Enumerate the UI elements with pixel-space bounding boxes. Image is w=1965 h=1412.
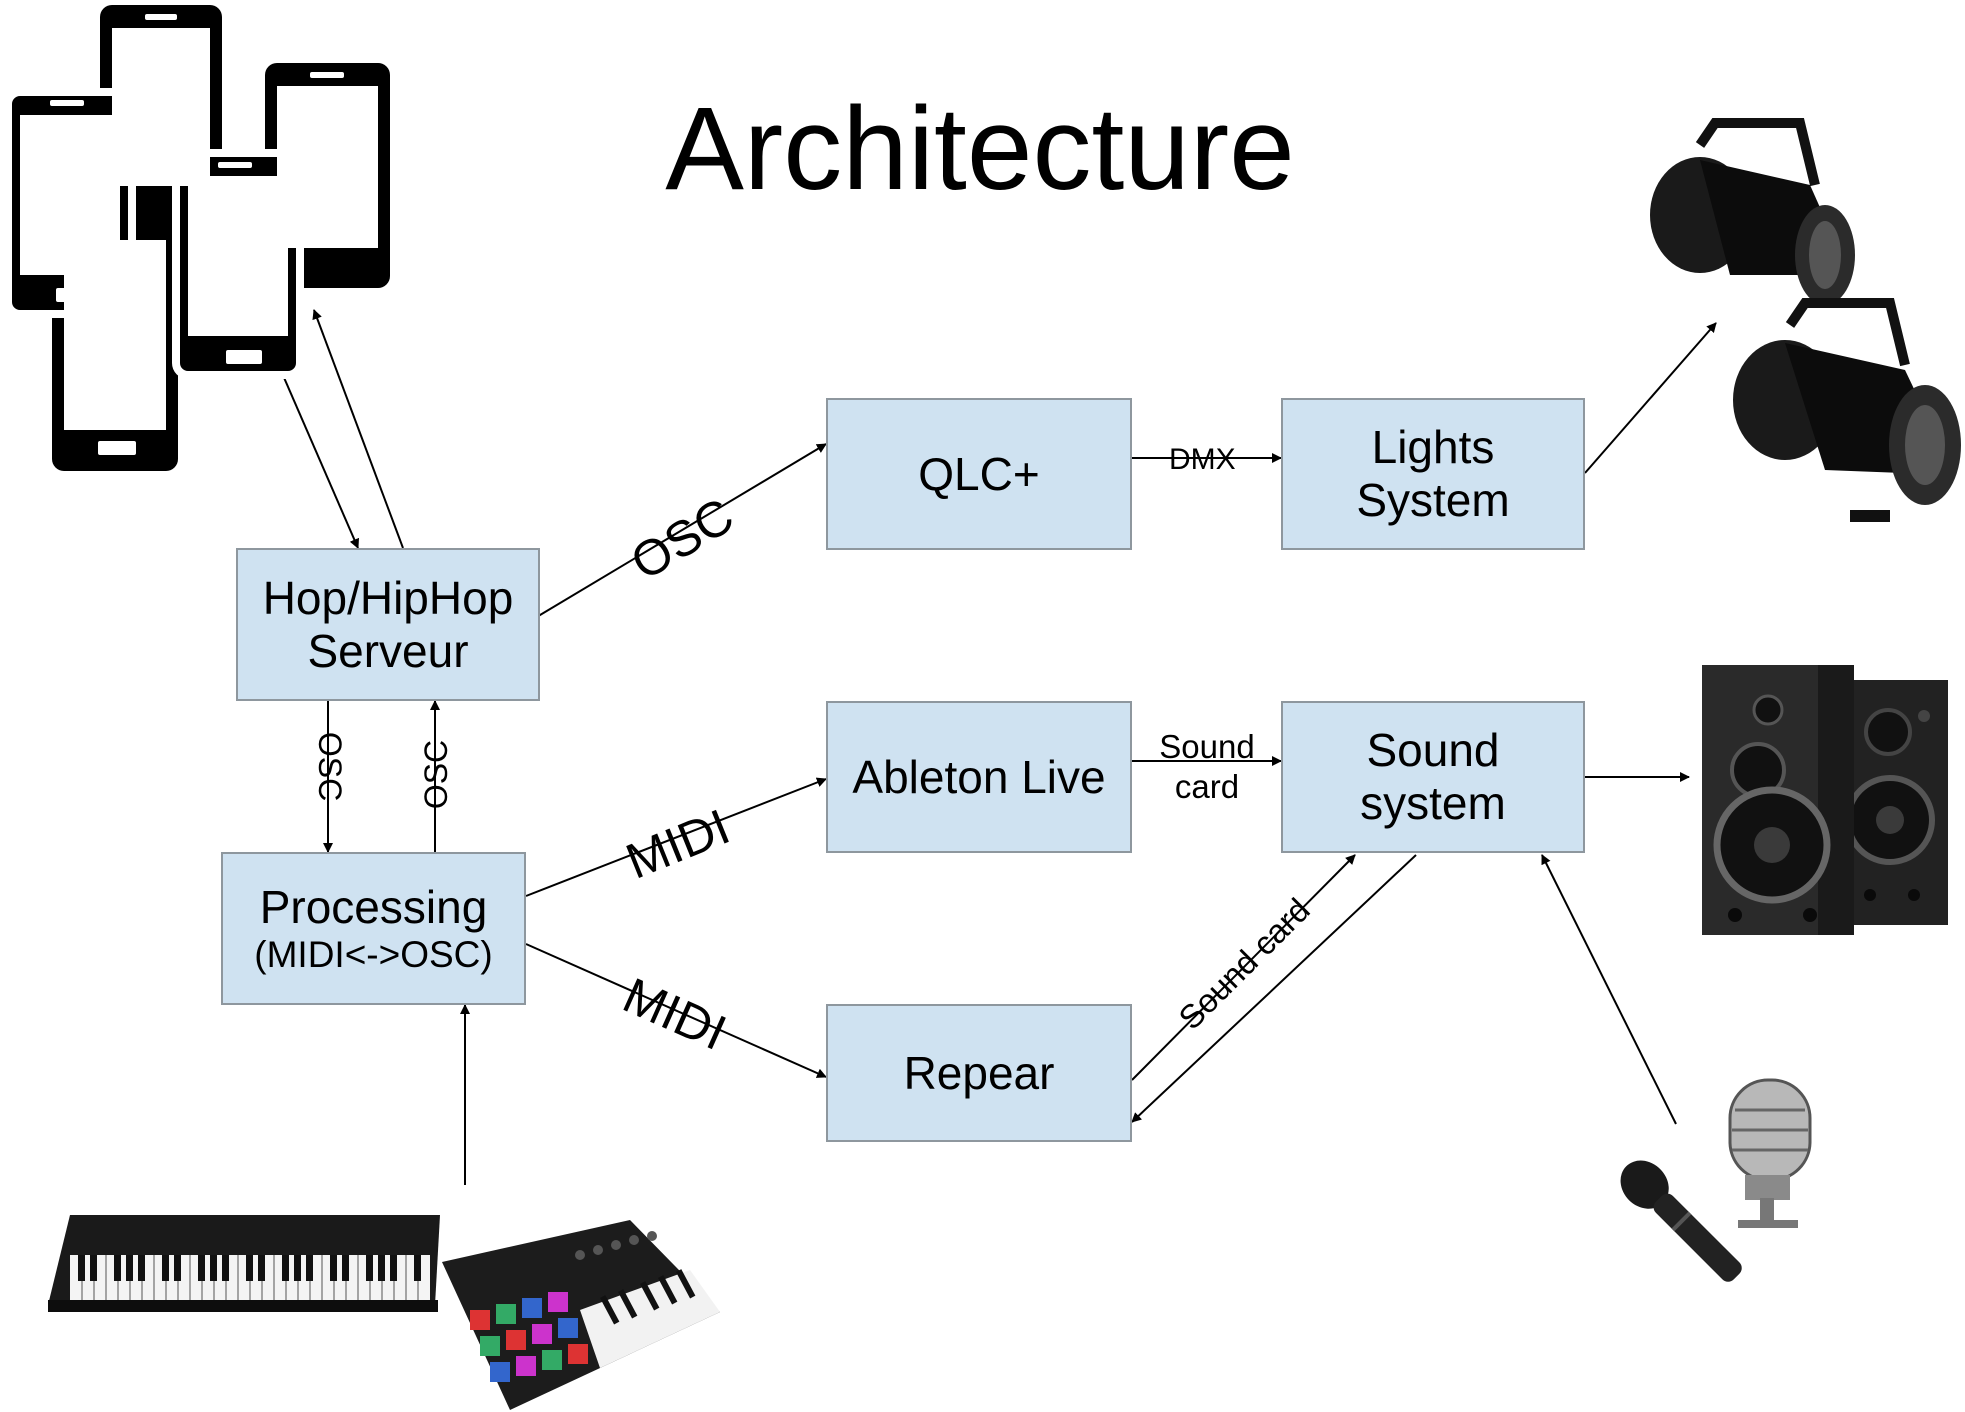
- node-repear: Repear: [826, 1004, 1132, 1142]
- smartphones-icon: [4, 5, 390, 471]
- node-sound-system: Sound system: [1281, 701, 1585, 853]
- node-sound-line1: Sound: [1366, 724, 1500, 777]
- edge-repear-to-sound: [1131, 854, 1356, 1081]
- node-sound-line2: system: [1360, 777, 1506, 829]
- node-lights-system: Lights System: [1281, 398, 1585, 550]
- edge-hop-to-qlc: [524, 443, 827, 625]
- node-hop-server: Hop/HipHop Serveur: [236, 548, 540, 701]
- edge-processing-to-ableton: [525, 777, 827, 897]
- keyboards-icon: [48, 1215, 720, 1410]
- node-processing-line2: (MIDI<->OSC): [254, 933, 493, 975]
- edge-label-ableton-sound: Sound card: [1146, 727, 1268, 806]
- edge-lights-to-lamps: [1584, 322, 1717, 474]
- node-hop-server-line1: Hop/HipHop: [262, 571, 514, 624]
- edge-phones-to-hop: [281, 372, 360, 549]
- edge-label-hop-processing: OSC: [312, 731, 349, 802]
- node-qlc-label: QLC+: [918, 447, 1040, 500]
- node-lights-line2: System: [1356, 474, 1510, 526]
- node-processing-line1: Processing: [259, 880, 488, 933]
- stage-lights-icon: [1650, 118, 1961, 522]
- edge-label-ableton-sound-line2: card: [1174, 767, 1240, 805]
- microphones-icon: [1620, 1078, 1812, 1282]
- node-hop-server-line2: Serveur: [307, 624, 469, 677]
- edge-label-ableton-sound-line1: Sound: [1159, 728, 1255, 765]
- node-ableton-live: Ableton Live: [826, 701, 1132, 853]
- edge-label-qlc-lights: DMX: [1169, 443, 1236, 476]
- node-lights-line1: Lights: [1371, 421, 1495, 474]
- edge-processing-to-repear: [525, 943, 827, 1078]
- edge-sound-to-repear: [1131, 854, 1417, 1123]
- diagram-title: Architecture: [665, 83, 1295, 215]
- edge-hop-to-phones: [312, 309, 404, 549]
- edge-mic-to-sound: [1541, 854, 1677, 1125]
- node-processing: Processing (MIDI<->OSC): [221, 852, 526, 1005]
- node-ableton-label: Ableton Live: [852, 750, 1106, 803]
- edge-label-processing-hop: OSC: [418, 739, 455, 810]
- node-qlc: QLC+: [826, 398, 1132, 550]
- speakers-icon: [1702, 665, 1948, 935]
- node-repear-label: Repear: [903, 1046, 1055, 1099]
